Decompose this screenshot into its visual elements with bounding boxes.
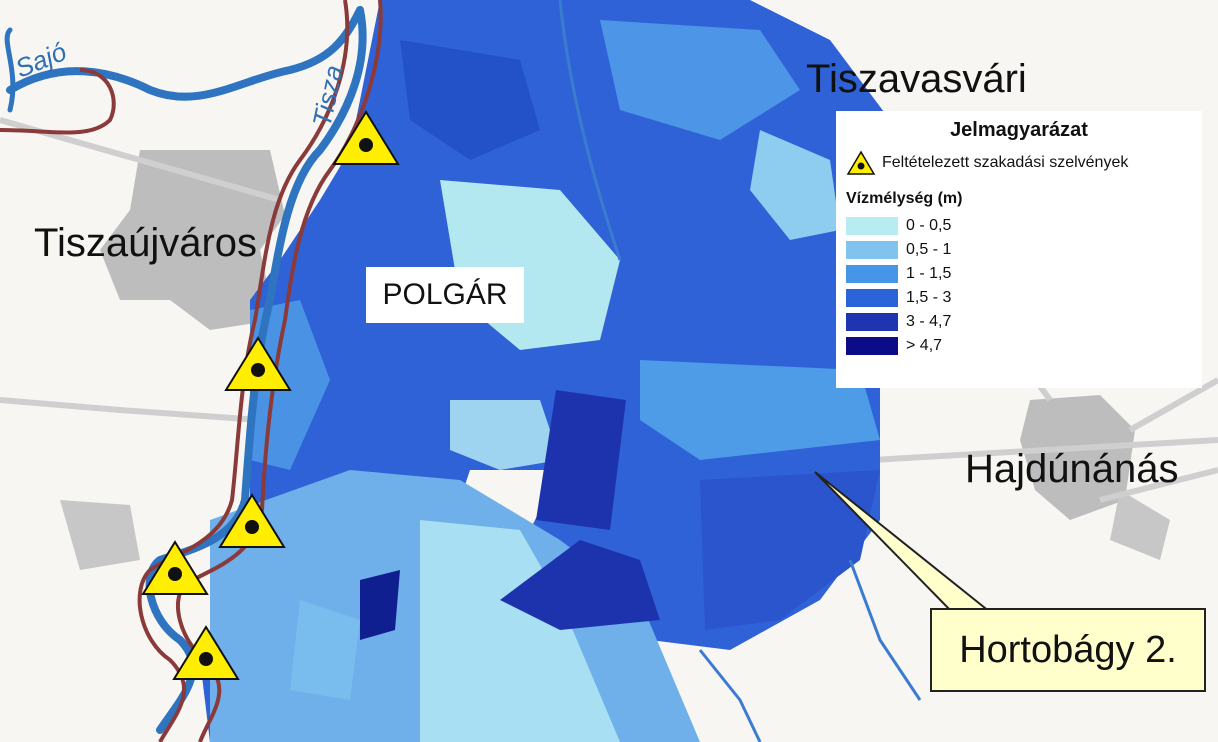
legend-title: Jelmagyarázat (950, 119, 1088, 141)
urban-areas (60, 150, 1170, 570)
legend-depth-list: 0 - 0,5 0,5 - 1 1 - 1,5 1,5 - 3 3 - 4,7 … (846, 214, 1192, 358)
breach-marker[interactable] (141, 540, 209, 595)
breach-markers (141, 110, 400, 680)
depth-swatch (846, 289, 898, 307)
depth-swatch (846, 217, 898, 235)
breach-marker[interactable] (224, 336, 292, 391)
depth-swatch (846, 241, 898, 259)
depth-label: 0 - 0,5 (906, 217, 952, 234)
place-label-tiszaujvaros: Tiszaújváros (34, 221, 257, 265)
place-label-polgar: POLGÁR (366, 267, 524, 323)
callout-label: Hortobágy 2. (930, 608, 1206, 692)
breach-marker[interactable] (172, 625, 240, 680)
canals (558, 0, 922, 742)
legend-depth-item: 0 - 0,5 (846, 214, 1192, 238)
legend-depth-item: 1,5 - 3 (846, 286, 1192, 310)
flood-extent (200, 0, 890, 742)
legend-depth-title: Vízmélység (m) (846, 190, 963, 207)
place-label-hajdunanas: Hajdúnánás (965, 447, 1179, 491)
depth-label: > 4,7 (906, 337, 943, 354)
legend-depth-item: 3 - 4,7 (846, 310, 1192, 334)
depth-swatch (846, 265, 898, 283)
breach-triangle-icon (846, 150, 876, 175)
depth-label: 3 - 4,7 (906, 313, 952, 330)
depth-swatch (846, 313, 898, 331)
breach-marker[interactable] (332, 110, 400, 165)
depth-swatch (846, 337, 898, 355)
legend: Jelmagyarázat Feltételezett szakadási sz… (836, 111, 1202, 388)
legend-depth-item: 1 - 1,5 (846, 262, 1192, 286)
place-label-tiszavasvari: Tiszavasvári (806, 57, 1027, 101)
depth-label: 1 - 1,5 (906, 265, 952, 282)
legend-depth-item: > 4,7 (846, 334, 1192, 358)
breach-marker[interactable] (218, 493, 286, 548)
depth-label: 1,5 - 3 (906, 289, 952, 306)
rivers (4, 6, 367, 734)
legend-breach-label: Feltételezett szakadási szelvények (882, 154, 1129, 171)
depth-label: 0,5 - 1 (906, 241, 952, 258)
legend-breach-row: Feltételezett szakadási szelvények (846, 150, 1192, 176)
legend-depth-item: 0,5 - 1 (846, 238, 1192, 262)
